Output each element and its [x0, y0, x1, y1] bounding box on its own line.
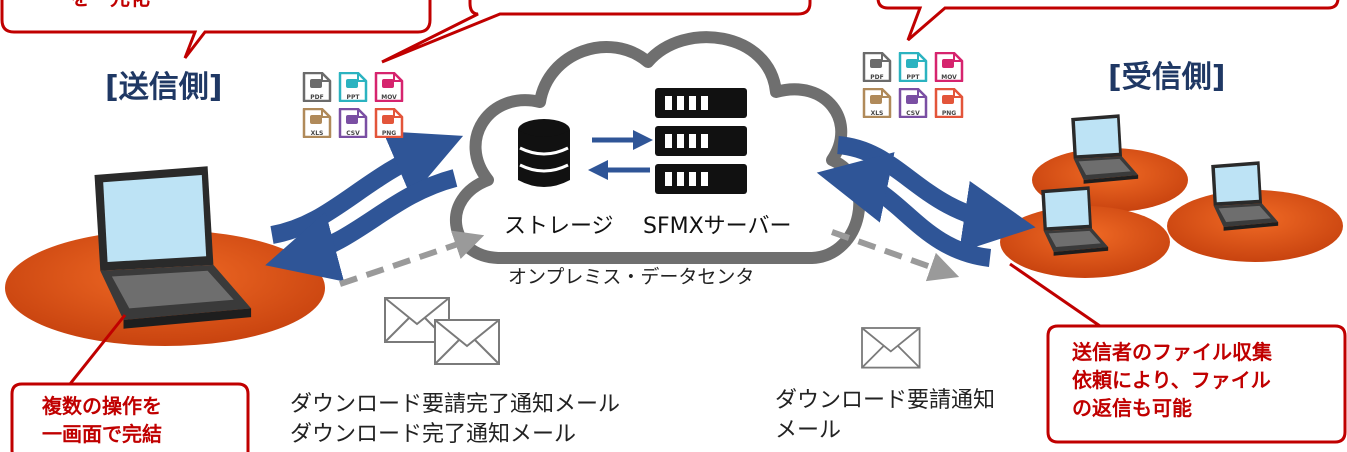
file-icon-caption: XLS — [870, 110, 884, 117]
callout-sender-line-1: 複数の操作を — [42, 394, 162, 418]
file-icon-caption: PDF — [310, 94, 324, 101]
sender-flow-arrows — [265, 131, 464, 282]
file-icon-caption: MOV — [941, 74, 957, 81]
sender-title: [送信側] — [105, 70, 223, 105]
file-icon-csv: CSV — [338, 107, 368, 139]
callout-box-receiver — [1009, 262, 1347, 444]
callout-receiver-line-2: 依頼により、ファイル — [1072, 368, 1271, 392]
mail-left-line-1: ダウンロード要請完了通知メール — [290, 392, 621, 417]
receiver-title: [受信側] — [1108, 60, 1226, 95]
file-icon-caption: CSV — [346, 130, 360, 137]
file-icon-xls: XLS — [302, 107, 332, 139]
file-icon-xls: XLS — [862, 87, 892, 119]
file-icon-ppt: PPT — [898, 51, 928, 83]
file-icon-png: PNG — [374, 107, 404, 139]
receiver-flow-arrows — [816, 136, 1036, 267]
callout-sender-line-2: 一画面で完結 — [42, 422, 162, 446]
file-icon-csv: CSV — [898, 87, 928, 119]
file-icon-mov: MOV — [934, 51, 964, 83]
storage-server-arrows — [588, 130, 653, 180]
callout-box-sender-bottom — [10, 314, 250, 452]
callout-box-sender-top — [0, 0, 432, 59]
callout-receiver-line-1: 送信者のファイル収集 — [1072, 340, 1272, 364]
envelope-icon-3 — [861, 327, 921, 369]
envelope-icon-2 — [434, 319, 500, 365]
file-icon-caption: XLS — [310, 130, 324, 137]
callout-receiver-line-3: の返信も可能 — [1072, 396, 1192, 420]
mail-right-line-1: ダウンロード要請通知 — [775, 388, 996, 413]
file-icon-pdf: PDF — [302, 71, 332, 103]
callout-box-top-middle — [381, 0, 812, 64]
file-icon-png: PNG — [934, 87, 964, 119]
mail-right-line-2: メール — [775, 418, 842, 443]
server-label: SFMXサーバー — [643, 214, 792, 239]
file-icon-caption: PNG — [941, 110, 957, 117]
file-icon-caption: PNG — [381, 130, 397, 137]
file-icon-caption: CSV — [906, 110, 920, 117]
server-rack-icon — [655, 88, 747, 194]
file-icon-caption: PDF — [870, 74, 884, 81]
database-icon — [518, 119, 570, 187]
file-icon-mov: MOV — [374, 71, 404, 103]
file-icon-caption: MOV — [381, 94, 397, 101]
storage-label: ストレージ — [504, 214, 614, 239]
callout-sender-top-text: を一元化 — [70, 0, 150, 12]
datacenter-label: オンプレミス・データセンタ — [508, 266, 755, 288]
file-icon-ppt: PPT — [338, 71, 368, 103]
file-icon-caption: PPT — [346, 94, 360, 101]
file-icon-pdf: PDF — [862, 51, 892, 83]
notification-dashed-arrows — [339, 229, 960, 287]
file-icon-caption: PPT — [906, 74, 920, 81]
mail-left-line-2: ダウンロード完了通知メール — [290, 422, 577, 447]
callout-box-top-right — [876, 0, 1340, 42]
